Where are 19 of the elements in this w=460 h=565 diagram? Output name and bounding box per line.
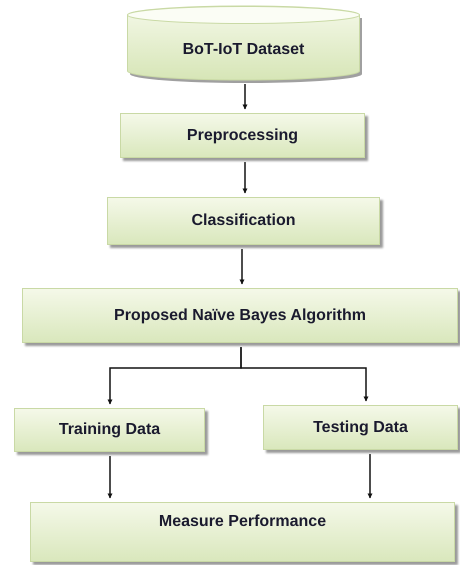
arrow — [108, 456, 112, 498]
process-box — [30, 502, 455, 562]
arrow — [368, 454, 372, 498]
step-label: Classification — [191, 212, 296, 230]
process-box — [107, 197, 380, 245]
process-box — [263, 405, 458, 450]
step-label: Testing Data — [313, 418, 408, 436]
step-label: Preprocessing — [186, 126, 298, 144]
step-label: Measure Performance — [158, 513, 326, 531]
process-box — [120, 113, 365, 158]
process-box — [14, 408, 205, 452]
process-box — [22, 288, 458, 343]
step-label: Training Data — [58, 421, 160, 439]
arrow — [242, 162, 248, 194]
step-label: Proposed Naïve Bayes Algorithm — [114, 306, 366, 324]
arrow — [240, 249, 244, 284]
arrow — [240, 347, 368, 402]
arrow — [242, 84, 248, 110]
step-label: BoT-IoT Dataset — [182, 41, 304, 59]
